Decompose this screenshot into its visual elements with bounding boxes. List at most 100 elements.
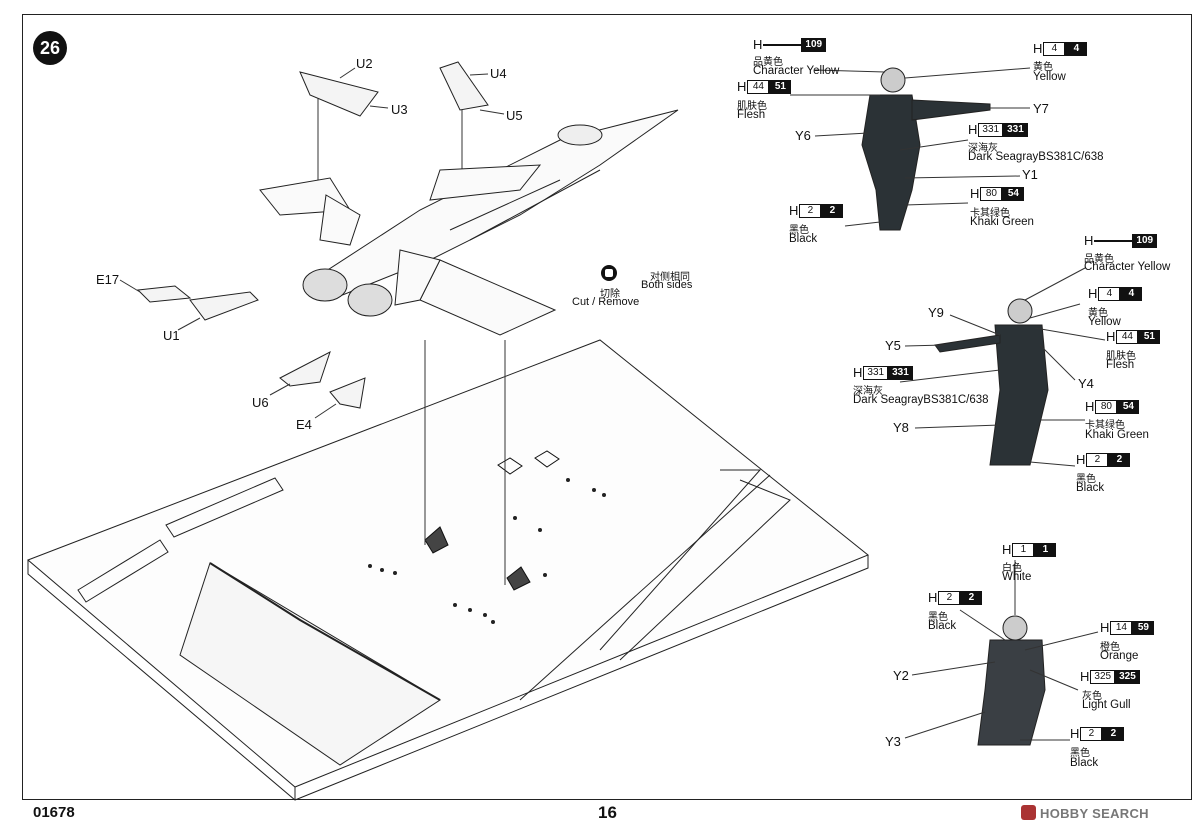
part-label-u6: U6 <box>252 395 269 410</box>
paint-en: Light Gull <box>1082 699 1131 711</box>
paint-mr-hobby: 44 <box>1116 330 1139 344</box>
figure-y2-y3 <box>977 615 1046 746</box>
paint-h: H <box>970 186 980 201</box>
cut-note-zh: 对侧相同 <box>650 272 690 283</box>
paint-acrysion: 51 <box>1138 330 1161 344</box>
paint-acrysion: 331 <box>888 366 913 380</box>
paint-acrysion: 51 <box>769 80 792 94</box>
paint-en: White <box>1002 571 1032 583</box>
paint-mr-hobby: 2 <box>1086 453 1109 467</box>
part-label-y6: Y6 <box>795 128 811 143</box>
paint-zh: 深海灰 <box>968 143 998 154</box>
paint-h: H <box>1070 726 1080 741</box>
paint-mr-hobby: 325 <box>1090 670 1116 684</box>
paint-en: Orange <box>1100 650 1139 662</box>
part-label-y8: Y8 <box>893 420 909 435</box>
paint-mr-hobby: 14 <box>1110 621 1133 635</box>
deck-fittings <box>424 450 560 591</box>
paint-h: H <box>1100 620 1110 635</box>
part-u1-shape <box>189 291 259 321</box>
paint-mr-hobby: 2 <box>799 204 822 218</box>
paint-h: H <box>753 37 763 52</box>
aircraft-su33 <box>259 109 679 336</box>
paint-mr-hobby: 331 <box>863 366 889 380</box>
part-u6-shape <box>279 350 331 387</box>
paint-acrysion: 2 <box>1108 453 1131 467</box>
kit-code: 01678 <box>33 804 75 821</box>
paint-acrysion: 59 <box>1132 621 1155 635</box>
paint-acrysion: 2 <box>821 204 844 218</box>
paint-h: H <box>1085 399 1095 414</box>
part-leaders <box>119 67 505 419</box>
paint-zh: 品黄色 <box>753 57 783 68</box>
figure-leaders <box>790 67 1106 741</box>
paint-mr-hobby: 44 <box>747 80 770 94</box>
paint-zh: 橙色 <box>1100 642 1120 653</box>
paint-mr-hobby <box>1094 240 1133 242</box>
paint-acrysion: 325 <box>1115 670 1140 684</box>
cut-note-en: Both sides <box>641 279 693 291</box>
paint-mr-hobby: 2 <box>1080 727 1103 741</box>
paint-en: Flesh <box>1106 359 1135 371</box>
paint-en: Dark SeagrayBS381C/638 <box>968 151 1104 163</box>
paint-en: Flesh <box>737 109 766 121</box>
paint-acrysion: 331 <box>1003 123 1028 137</box>
paint-en: Black <box>1070 757 1099 769</box>
paint-zh: 品黄色 <box>1084 254 1114 265</box>
paint-en: Yellow <box>1033 71 1066 83</box>
page-number: 16 <box>598 803 617 822</box>
figure-y6-y7 <box>861 67 991 231</box>
loose-parts <box>136 61 489 409</box>
paint-zh: 黑色 <box>789 225 809 236</box>
paint-en: Black <box>928 620 957 632</box>
paint-en: Character Yellow <box>1084 261 1171 273</box>
paint-zh: 卡其绿色 <box>1085 420 1125 431</box>
paint-acrysion: 54 <box>1117 400 1140 414</box>
paint-zh: 灰色 <box>1082 691 1102 702</box>
paint-en: Black <box>789 233 818 245</box>
paint-mr-hobby: 80 <box>980 187 1003 201</box>
paint-h: H <box>1106 329 1116 344</box>
part-label-y4: Y4 <box>1078 376 1094 391</box>
paint-zh: 白色 <box>1002 563 1022 574</box>
part-u2-u3-shape <box>299 71 379 117</box>
paint-zh: 黄色 <box>1088 308 1108 319</box>
paint-h: H <box>1080 669 1090 684</box>
paint-h: H <box>1076 452 1086 467</box>
paint-mr-hobby: 4 <box>1098 287 1121 301</box>
carrier-deck <box>27 339 869 801</box>
paint-en: Khaki Green <box>1085 429 1149 441</box>
paint-zh: 黑色 <box>1070 748 1090 759</box>
paint-h: H <box>789 203 799 218</box>
deck-bumps <box>368 478 606 624</box>
part-label-u5: U5 <box>506 108 523 123</box>
paint-en: Character Yellow <box>753 65 840 77</box>
paint-en: Dark SeagrayBS381C/638 <box>853 394 989 406</box>
part-label-y1: Y1 <box>1022 167 1038 182</box>
part-label-y3: Y3 <box>885 734 901 749</box>
cut-remove-icon <box>601 265 617 281</box>
part-label-y5: Y5 <box>885 338 901 353</box>
paint-acrysion: 2 <box>1102 727 1125 741</box>
paint-zh: 黑色 <box>928 612 948 623</box>
paint-mr-hobby: 331 <box>978 123 1004 137</box>
part-e4-shape <box>329 377 366 409</box>
paint-zh: 深海灰 <box>853 386 883 397</box>
hobby-search-logo-icon <box>1021 805 1036 820</box>
